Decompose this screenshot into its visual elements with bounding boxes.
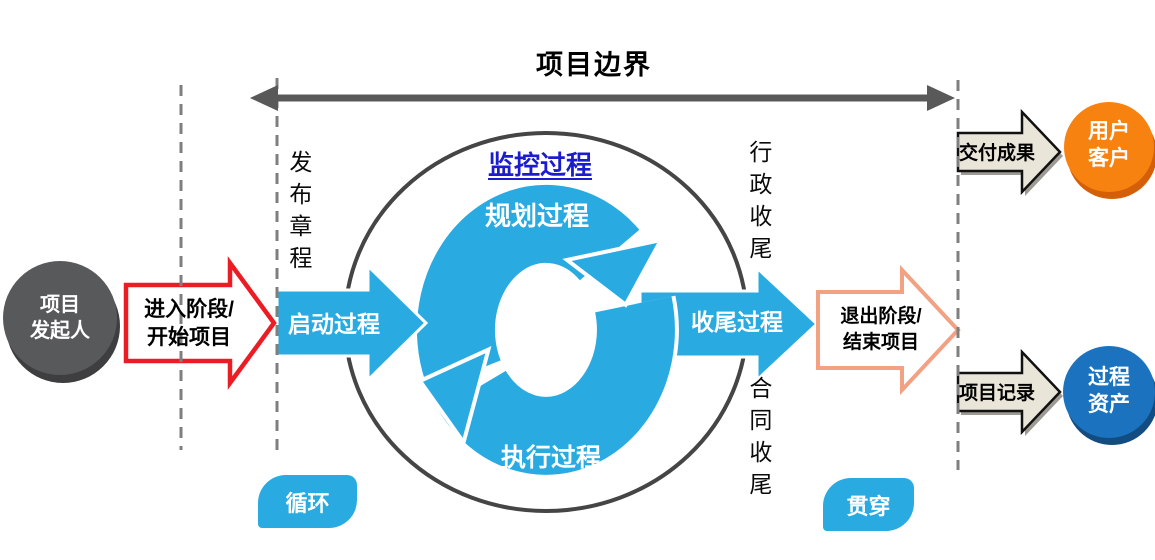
boundary-span-left-arrowhead-icon: [250, 85, 278, 111]
executing-arc: [438, 296, 675, 475]
assets-line1: 过程: [1088, 366, 1130, 389]
customer-circle: [1064, 102, 1154, 192]
exit-phase-arrow: [816, 264, 961, 396]
enter-line2: 开始项目: [147, 326, 231, 350]
executing-process-label: 执行过程: [500, 444, 601, 472]
monitoring-process-label: 监控过程: [487, 150, 592, 180]
exit-phase-arrow-label: 退出阶段/结束项目: [820, 304, 942, 355]
project-records-arrow: [956, 348, 1062, 436]
sponsor-circle-label: 项目发起人: [10, 292, 110, 344]
assets-circle: [1063, 346, 1155, 438]
loop-badge: 循环: [258, 475, 357, 528]
customer-circle-label: 用户客户: [1064, 118, 1154, 173]
enter-line1: 进入阶段/: [144, 298, 234, 321]
planning-process-label: 规划过程: [484, 201, 589, 231]
planning-arc: [417, 184, 640, 390]
boundary-span-right-arrowhead-icon: [927, 85, 955, 111]
deliver-results-label: 交付成果: [958, 143, 1035, 164]
enter-phase-arrow-label: 进入阶段/开始项目: [118, 296, 260, 353]
initiating-process-label: 启动过程: [288, 311, 380, 337]
admin-closure-note-label: 行政收尾: [745, 140, 772, 268]
assets-line2: 资产: [1088, 393, 1130, 417]
customer-line2: 客户: [1088, 147, 1130, 171]
sponsor-circle: [3, 261, 117, 375]
contract-closure-note-label: 合同收尾: [745, 376, 772, 504]
planning-arrowhead-icon: [562, 237, 665, 308]
executing-arrowhead-icon: [416, 346, 492, 447]
deliver-results-arrow: [956, 108, 1062, 196]
closing-process-label: 收尾过程: [691, 309, 783, 335]
exit-line2: 结束项目: [842, 331, 919, 353]
assets-circle-label: 过程资产: [1064, 364, 1154, 419]
customer-line1: 用户: [1088, 120, 1130, 143]
boundary-span-arrow-shaft: [270, 94, 937, 102]
enter-phase-arrow: [123, 256, 277, 390]
sponsor-line1: 项目: [40, 294, 80, 316]
charter-note-label: 发布章程: [285, 150, 312, 278]
sponsor-line2: 发起人: [30, 320, 90, 342]
diagram-title: 项目边界: [536, 50, 652, 80]
exit-line1: 退出阶段/: [840, 306, 922, 327]
initiating-process-arrow: [275, 262, 429, 384]
project-records-label: 项目记录: [958, 383, 1035, 404]
through-badge: 贯穿: [823, 478, 914, 531]
